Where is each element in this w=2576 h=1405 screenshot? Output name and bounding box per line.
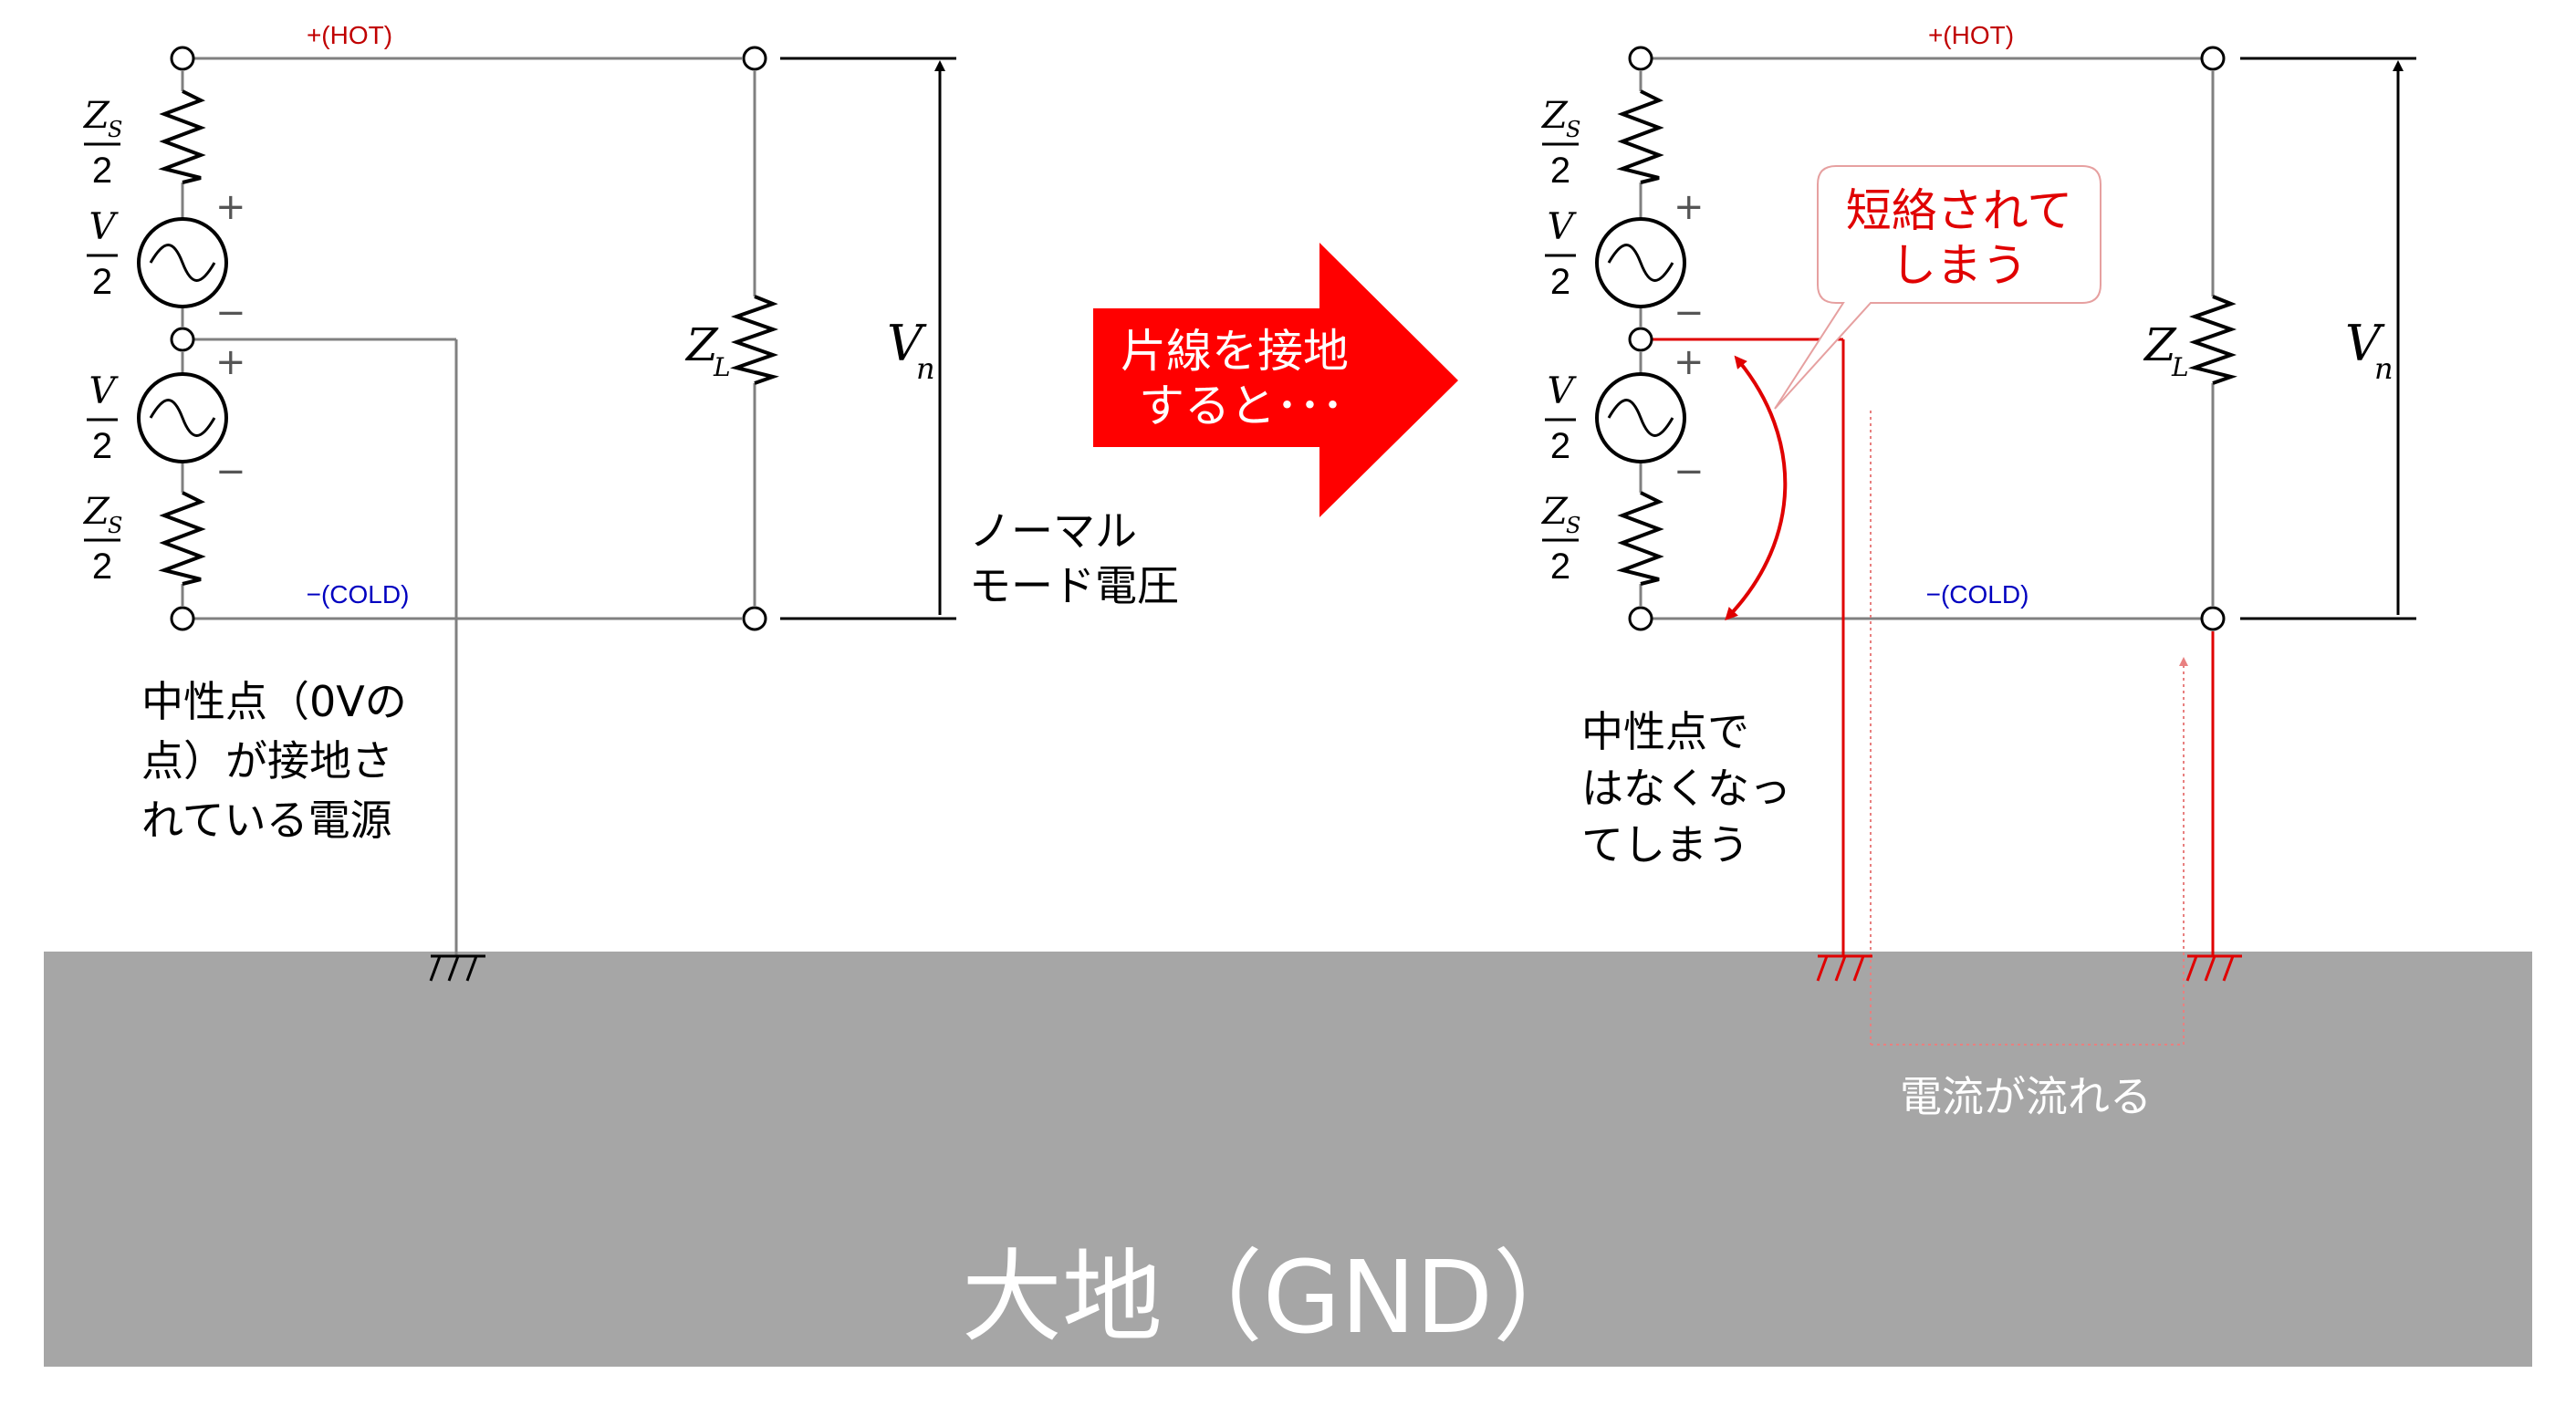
right-vn-label: V n <box>2345 315 2393 386</box>
svg-text:L: L <box>2171 352 2189 382</box>
left-load-terminal-top <box>742 46 767 71</box>
right-load-terminal-top <box>2200 46 2226 71</box>
left-terminal-mid <box>170 327 195 352</box>
svg-text:S: S <box>1566 513 1580 538</box>
left-zl-label: Z L <box>684 318 731 382</box>
svg-text:Z: Z <box>82 491 110 533</box>
right-terminal-mid <box>1628 327 1653 352</box>
svg-text:2: 2 <box>92 262 112 302</box>
right-zs-top-resistor <box>1616 89 1664 184</box>
left-plus-bottom: + <box>215 341 246 383</box>
svg-text:2: 2 <box>1550 151 1570 191</box>
right-minus-bottom: − <box>1674 451 1705 493</box>
right-zs-bottom-resistor <box>1616 491 1664 586</box>
right-circuit <box>1639 57 2215 620</box>
right-source-top <box>1595 217 1686 308</box>
left-zs-bottom-resistor <box>158 491 206 586</box>
svg-text:V: V <box>887 315 927 372</box>
left-terminal-bottom <box>170 606 195 631</box>
right-ground-symbol-2 <box>2185 954 2242 982</box>
svg-text:L: L <box>713 352 731 382</box>
svg-text:Z: Z <box>1540 95 1569 137</box>
right-v-bottom-fraction: V 2 <box>1545 370 1578 466</box>
svg-text:2: 2 <box>1550 262 1570 302</box>
right-terminal-top <box>1628 46 1653 71</box>
right-hot-label: +(HOT) <box>1928 21 2014 49</box>
right-desc-line2: はなくなっ <box>1581 764 1791 813</box>
right-minus-top: − <box>1674 292 1705 334</box>
right-source-bottom <box>1595 372 1686 463</box>
left-load-terminal-bottom <box>742 606 767 631</box>
svg-text:V: V <box>1548 370 1578 412</box>
left-minus-bottom: − <box>215 451 246 493</box>
left-zs-top-resistor <box>158 89 206 184</box>
normal-mode-line2: モード電圧 <box>969 561 1179 610</box>
normal-mode-line1: ノーマル <box>969 506 1137 556</box>
left-source-bottom <box>137 372 228 463</box>
left-ground-symbol <box>429 954 485 982</box>
svg-text:S: S <box>1566 117 1580 142</box>
svg-text:V: V <box>1548 206 1578 248</box>
right-terminal-bottom <box>1628 606 1653 631</box>
right-v-top-fraction: V 2 <box>1545 206 1578 302</box>
svg-text:V: V <box>2345 315 2385 372</box>
left-desc-line1: 中性点（0Vの <box>141 677 407 726</box>
right-desc-line3: てしまう <box>1581 820 1749 869</box>
svg-text:S: S <box>108 117 122 142</box>
left-minus-top: − <box>215 292 246 334</box>
svg-text:2: 2 <box>1550 426 1570 466</box>
left-v-bottom-fraction: V 2 <box>87 370 120 466</box>
current-loop <box>1870 411 2188 1046</box>
svg-text:2: 2 <box>1550 546 1570 587</box>
ground-plane <box>44 952 2532 1367</box>
left-cold-label: −(COLD) <box>307 580 410 609</box>
svg-text:Z: Z <box>82 95 110 137</box>
left-hot-label: +(HOT) <box>307 21 392 49</box>
current-flow-label: 電流が流れる <box>1900 1072 2152 1121</box>
left-zs-bottom-fraction: Z S 2 <box>82 491 122 587</box>
left-plus-top: + <box>215 186 246 228</box>
right-cold-label: −(COLD) <box>1926 580 2029 609</box>
left-source-top <box>137 217 228 308</box>
short-callout <box>1774 165 2101 410</box>
right-load-terminal-bottom <box>2200 606 2226 631</box>
ground-label: 大地（GND） <box>962 1239 1593 1356</box>
right-zl-label: Z L <box>2143 318 2189 382</box>
svg-text:2: 2 <box>92 151 112 191</box>
right-fault-wires <box>1652 338 2215 956</box>
short-arc-arrow <box>1725 355 1788 621</box>
transition-arrow <box>1093 243 1458 517</box>
left-desc-line3: れている電源 <box>141 796 392 845</box>
svg-text:V: V <box>89 370 120 412</box>
right-zl-resistor <box>2188 295 2237 385</box>
arrow-text-line1: 片線を接地 <box>1121 325 1349 378</box>
svg-text:Z: Z <box>2143 318 2177 371</box>
svg-text:n: n <box>916 351 935 386</box>
right-desc-line1: 中性点で <box>1581 707 1749 756</box>
svg-text:S: S <box>108 513 122 538</box>
left-desc-line2: 点）が接地さ <box>141 736 393 786</box>
svg-text:V: V <box>89 206 120 248</box>
left-vn-label: V n <box>887 315 935 386</box>
left-circuit <box>181 57 756 956</box>
right-zs-top-fraction: Z S 2 <box>1540 95 1580 191</box>
left-zl-resistor <box>730 295 779 385</box>
svg-text:2: 2 <box>92 426 112 466</box>
callout-line2: しまう <box>1891 239 2028 292</box>
right-zs-bottom-fraction: Z S 2 <box>1540 491 1580 587</box>
svg-text:2: 2 <box>92 546 112 587</box>
arrow-text-line2: すると･･･ <box>1139 380 1344 432</box>
right-ground-symbol-1 <box>1816 954 1872 982</box>
right-plus-top: + <box>1674 186 1705 228</box>
callout-line1: 短絡されて <box>1846 184 2073 237</box>
left-v-top-fraction: V 2 <box>87 206 120 302</box>
left-zs-top-fraction: Z S 2 <box>82 95 122 191</box>
left-terminal-top <box>170 46 195 71</box>
svg-text:Z: Z <box>684 318 719 371</box>
svg-text:n: n <box>2374 351 2393 386</box>
svg-text:Z: Z <box>1540 491 1569 533</box>
right-plus-bottom: + <box>1674 341 1705 383</box>
